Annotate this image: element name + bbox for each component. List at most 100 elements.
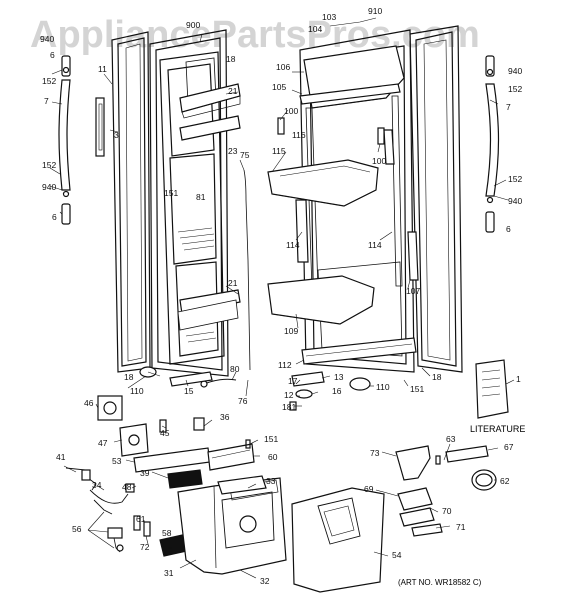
literature-label: LITERATURE: [470, 424, 526, 434]
callout: 71: [456, 522, 466, 532]
watermark: AppliancePartsPros.com: [30, 14, 480, 56]
callout: 18: [124, 372, 134, 382]
callout: 11: [98, 64, 107, 74]
callout: 53: [112, 456, 122, 466]
callout: 940: [508, 196, 522, 206]
callout: 46: [84, 398, 94, 408]
callout: 940: [508, 66, 522, 76]
freezer-shelf-21-bottom: [177, 289, 241, 331]
callout: 6: [52, 212, 57, 222]
freezer-shelf-23: [179, 115, 241, 141]
clip-100a: [277, 117, 285, 135]
handle-mount-3: [95, 97, 105, 157]
freezer-door-outer-panel: [111, 31, 151, 373]
callout: 6: [50, 50, 55, 60]
connectors-56: [107, 527, 124, 553]
callout: 54: [392, 550, 402, 560]
callout: 73: [370, 448, 380, 458]
funnel-33: [217, 475, 267, 495]
callout: 69: [364, 484, 374, 494]
wire-75: [243, 169, 251, 371]
handle-caps-right: [485, 55, 495, 233]
callout: 41: [56, 452, 66, 462]
literature-booklet: [475, 359, 509, 419]
callout: 21: [228, 86, 238, 96]
door-panel-54: [291, 487, 385, 593]
callout: 67: [504, 442, 514, 452]
callout: 6: [506, 224, 511, 234]
callout: 31: [164, 568, 174, 578]
callout: 1: [516, 374, 521, 384]
callout: 39: [140, 468, 150, 478]
callout: 63: [446, 434, 456, 444]
handle-caps-left: [61, 55, 71, 225]
small-hardware: [125, 417, 441, 537]
callout-labels: 900 910 103 104 18 6 152 940 11 7 3 21 1…: [40, 6, 522, 586]
callout: 114: [286, 240, 300, 250]
freezer-door-liner: [159, 51, 225, 365]
callout: 900: [186, 20, 200, 30]
wiring-41: [65, 467, 97, 491]
callout: 56: [72, 524, 82, 534]
callout: 32: [260, 576, 270, 586]
callout: 70: [442, 506, 452, 516]
callout: 110: [130, 386, 144, 396]
dispenser-switch-47: [119, 423, 149, 457]
callout: 16: [332, 386, 342, 396]
leader-lines: [49, 17, 515, 579]
ice-door-69-71: [397, 487, 443, 537]
callout: 103: [322, 12, 336, 22]
callout: 48: [122, 482, 132, 492]
callout: 114: [368, 240, 382, 250]
callout: 100: [372, 156, 386, 166]
callout: 45: [160, 428, 170, 438]
freezer-handle: [58, 79, 71, 191]
dispenser-actuator-46: [97, 395, 123, 421]
freezer-door-gasket: [149, 29, 229, 377]
callout: 116: [292, 130, 306, 140]
callout: 47: [98, 438, 108, 448]
ice-chute-73: [395, 445, 431, 481]
callout: 910: [368, 6, 382, 16]
callout: 107: [406, 286, 420, 296]
hinge-parts-12-17: [289, 371, 325, 411]
callout: 23: [228, 146, 238, 156]
art-number: (ART NO. WR18582 C): [398, 578, 482, 587]
callout: 36: [220, 412, 230, 422]
callout: 152: [508, 174, 522, 184]
light-cover-39: [167, 469, 203, 489]
callout: 106: [276, 62, 290, 72]
bracket-67: [445, 445, 489, 463]
callout: 34: [92, 480, 102, 490]
callout: 152: [508, 84, 522, 94]
callout: 105: [272, 82, 286, 92]
freezer-bin-hatching: [177, 227, 217, 343]
callout: 62: [500, 476, 510, 486]
wiring-harness-34: [89, 489, 129, 515]
callout: 17: [288, 376, 298, 386]
callout: 940: [42, 182, 56, 192]
callout: 15: [184, 386, 194, 396]
callout: 13: [334, 372, 344, 382]
callout: 151: [410, 384, 424, 394]
dairy-hinge-105: [299, 83, 401, 105]
callout: 33: [266, 476, 276, 486]
freezer-shelf-21-top: [179, 83, 241, 119]
callout: 12: [284, 390, 294, 400]
callout: 81: [196, 192, 206, 202]
callout: 18: [226, 54, 236, 64]
callout: 104: [308, 24, 322, 34]
callout: 60: [268, 452, 278, 462]
callout: 18: [432, 372, 442, 382]
callout: 110: [376, 382, 390, 392]
callout: 72: [140, 542, 150, 552]
callout: 7: [506, 102, 511, 112]
recess-60: [207, 443, 255, 471]
callout: 112: [278, 360, 292, 370]
callout: 21: [228, 278, 238, 288]
callout: 151: [164, 188, 178, 198]
callout: 80: [230, 364, 240, 374]
clip-100b: [377, 127, 385, 145]
door-rail-right-114: [383, 95, 419, 287]
